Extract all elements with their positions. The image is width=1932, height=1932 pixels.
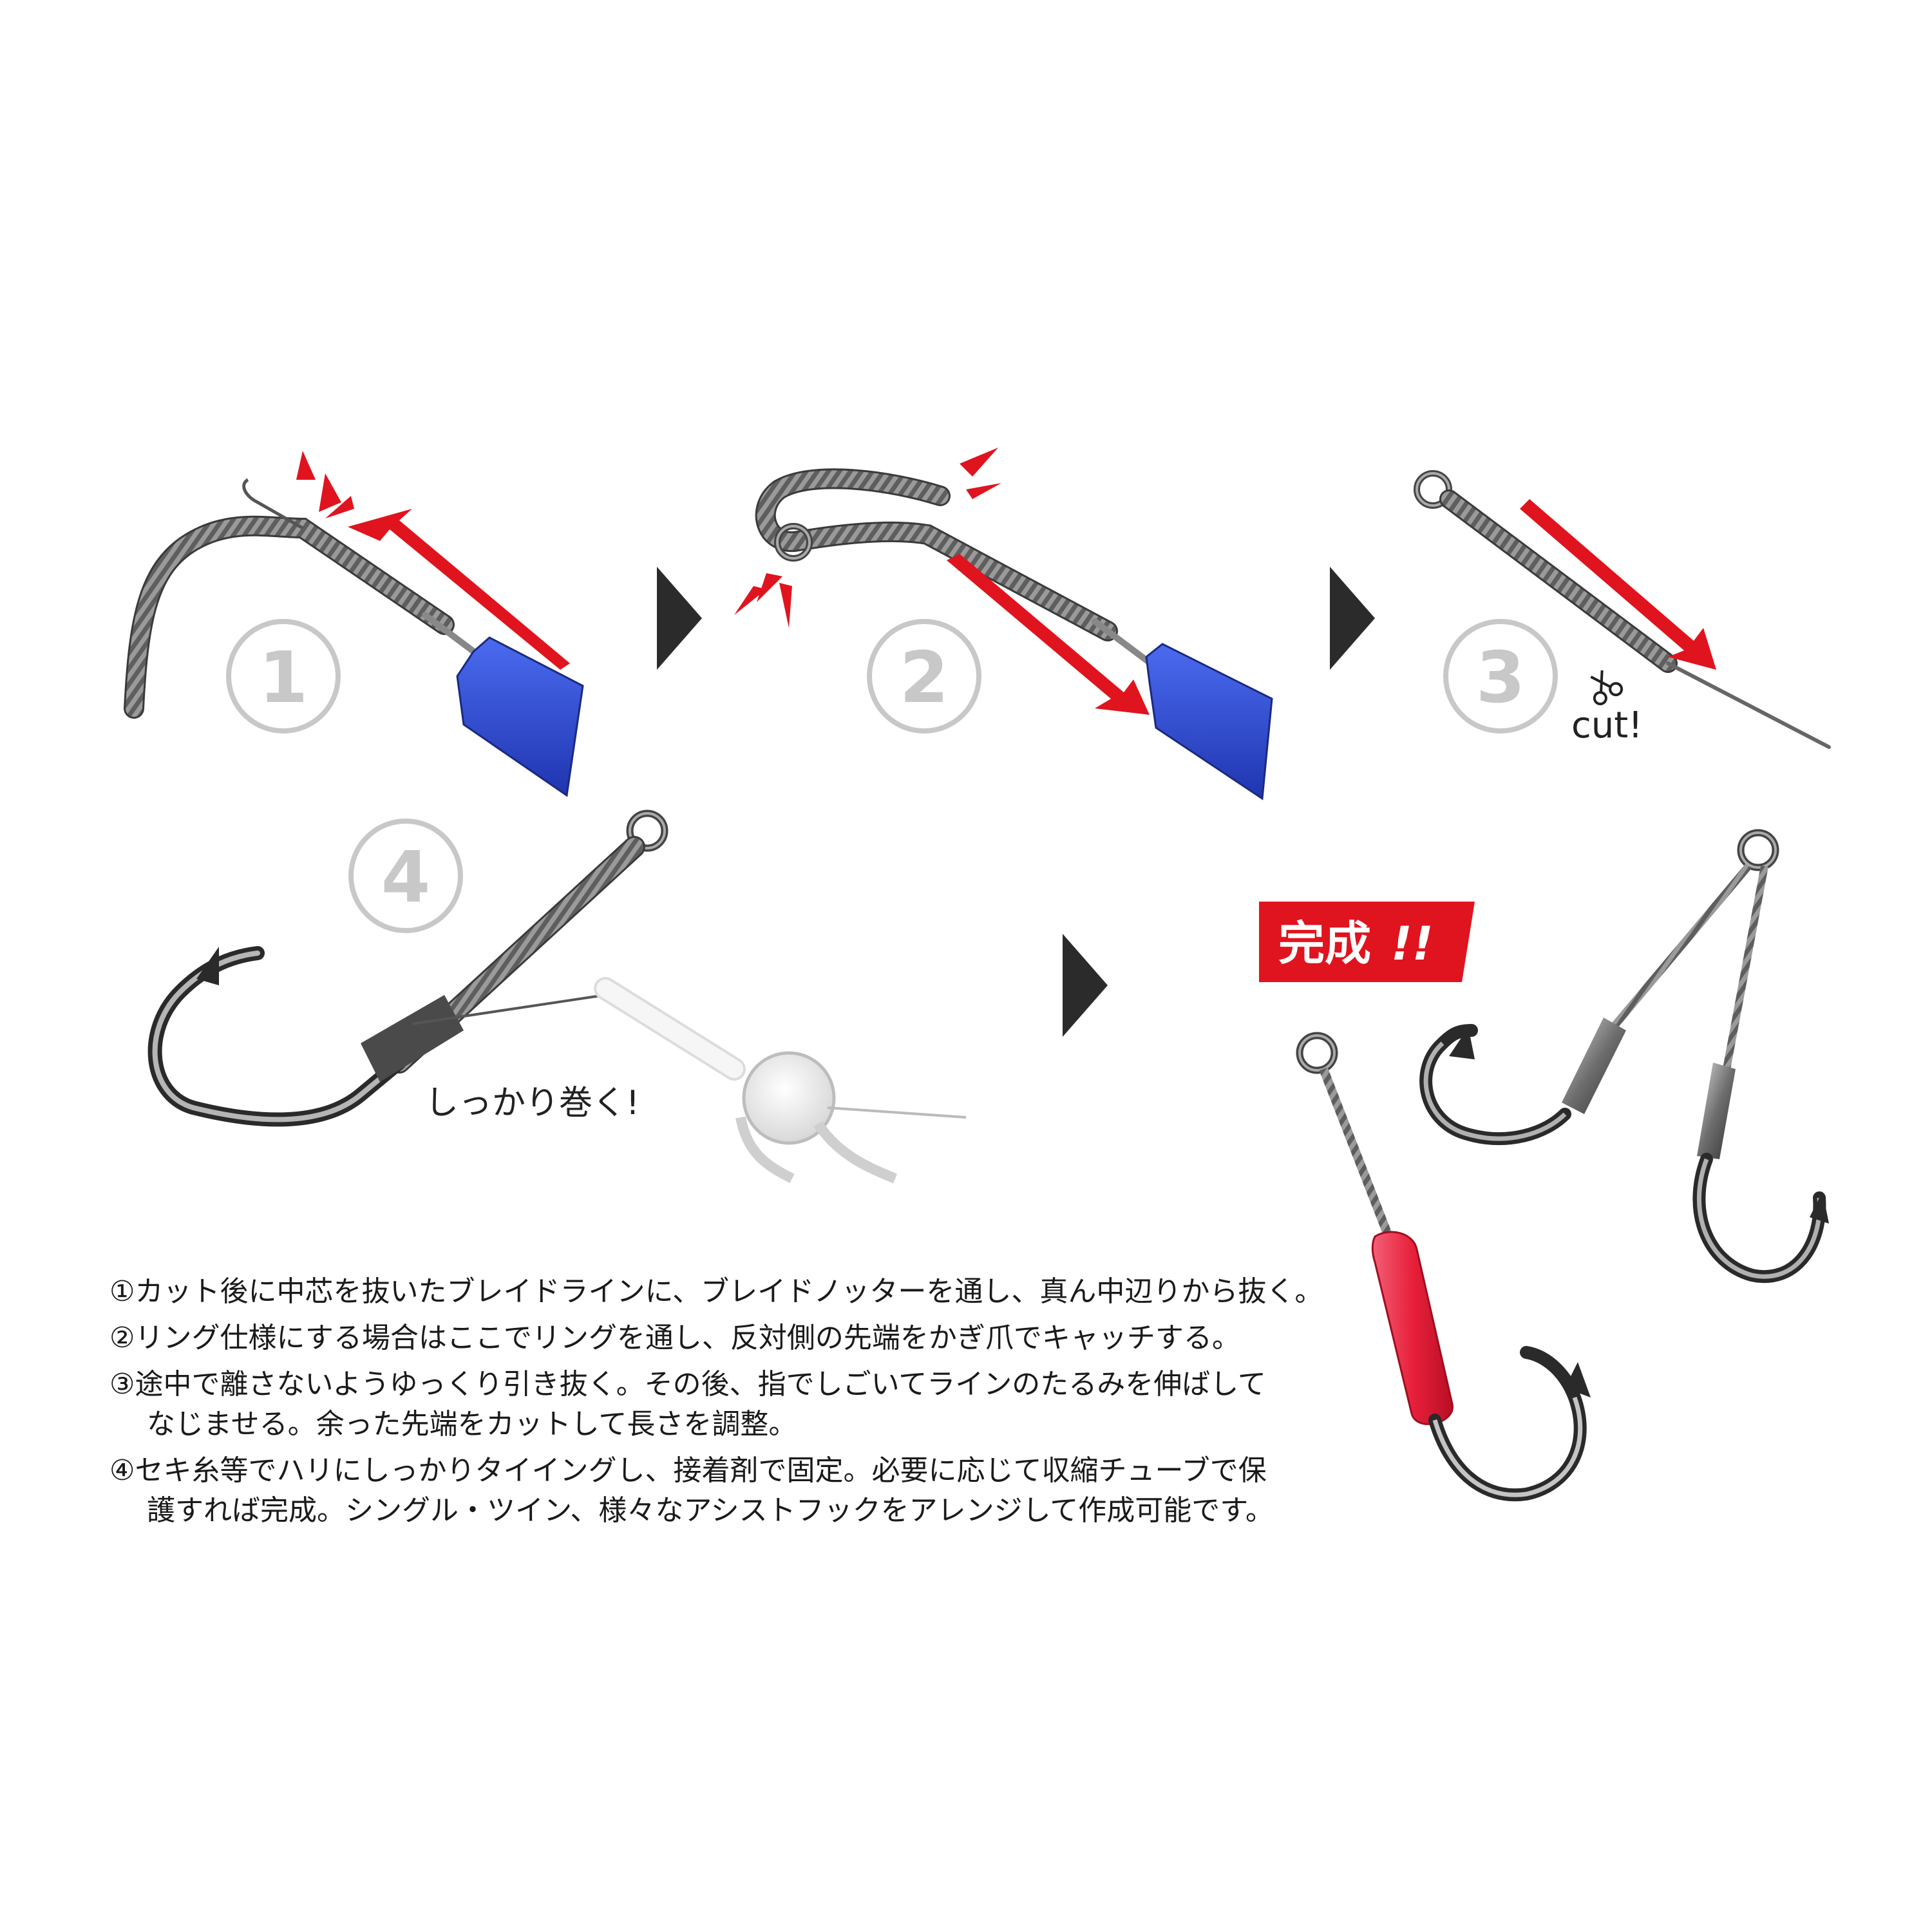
instruction-list: ①カット後に中芯を抜いたブレイドラインに、ブレイドノッターを通し、真ん中辺りから… — [109, 1272, 1333, 1537]
single-hook-barb — [1565, 1362, 1591, 1397]
step-3-illustration: cut! 3 — [1414, 470, 1831, 749]
step-number-1-circle — [226, 619, 341, 734]
step-number-3-circle — [1443, 619, 1558, 734]
wrap-tightly-label: しっかり巻く! — [425, 1084, 639, 1122]
single-red-tube — [1371, 1231, 1454, 1425]
instruction-step-2: ②リング仕様にする場合はここでリングを通し、反対側の先端をかぎ爪でキャッチする。 — [109, 1321, 1240, 1354]
knotter-handle — [1145, 643, 1273, 800]
knotter-hook-tip — [242, 478, 304, 530]
bobbin-ball — [742, 1051, 836, 1145]
step-number-3: 3 — [1476, 636, 1526, 719]
complete-badge-text: 完成 — [1278, 916, 1371, 971]
step-arrow-2 — [1330, 567, 1375, 670]
step-number-1: 1 — [259, 636, 308, 719]
single-braid — [1319, 1067, 1396, 1245]
thread-wrap — [361, 995, 464, 1082]
red-spark — [960, 448, 998, 477]
complete-badge-emphasis: !! — [1391, 916, 1434, 971]
cut-label: cut! — [1571, 705, 1643, 746]
step-number-4: 4 — [381, 836, 431, 918]
step-number-4-circle — [348, 819, 463, 933]
twin-braid-right — [1722, 865, 1768, 1074]
step-number-2: 2 — [900, 636, 949, 719]
twin-hook-right-barb — [1810, 1191, 1829, 1224]
twin-tube-left — [1562, 1018, 1626, 1114]
instruction-step-3: ③途中で離さないようゆっくり引き抜く。その後、指でしごいてラインのたるみを伸ばし… — [109, 1368, 1266, 1441]
red-pull-arrow — [1520, 499, 1716, 670]
twin-hook-left-barb — [1449, 1027, 1475, 1059]
complete-badge: 完成 !! — [1259, 902, 1475, 982]
step-number-2-circle — [867, 619, 981, 734]
step-1-illustration: 1 — [124, 451, 584, 797]
knotter-handle — [456, 636, 584, 797]
twin-braid-left — [1610, 864, 1752, 1030]
step-2-illustration: 2 — [734, 448, 1273, 800]
red-pull-arrow — [348, 509, 570, 670]
red-pull-arrow — [947, 554, 1150, 715]
step-4-illustration: 4 しっかり巻く! — [147, 810, 967, 1184]
step-arrow-1 — [657, 567, 702, 670]
red-spark — [296, 451, 316, 480]
excess-line — [1666, 661, 1831, 749]
instruction-step-1: ①カット後に中芯を抜いたブレイドラインに、ブレイドノッターを通し、真ん中辺りから… — [109, 1275, 1323, 1308]
scissors-icon — [1590, 670, 1624, 706]
step-arrow-4 — [1063, 934, 1108, 1037]
twin-tube-right — [1697, 1063, 1736, 1159]
bobbin-arm — [813, 1121, 897, 1184]
hook-barb — [196, 947, 219, 985]
tying-thread — [412, 994, 606, 1025]
single-hook — [1428, 1346, 1587, 1502]
instruction-step-4: ④セキ糸等でハリにしっかりタイイングし、接着剤で固定。必要に応じて収縮チューブで… — [109, 1454, 1274, 1527]
finished-illustration: 完成 !! — [1259, 829, 1829, 1502]
